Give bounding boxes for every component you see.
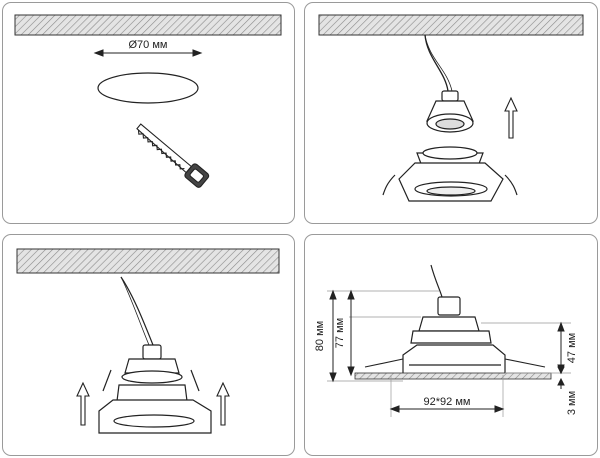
ceiling-hole bbox=[97, 72, 199, 104]
hole-diameter-label: Ø70 мм bbox=[129, 39, 168, 51]
power-cable bbox=[424, 34, 449, 92]
downlight-fixture bbox=[382, 146, 518, 202]
ceiling-slab bbox=[14, 14, 282, 36]
dimension-guides bbox=[327, 290, 571, 417]
step-4-panel: 80 мм 77 мм 47 мм 3 мм 92*92 мм bbox=[304, 234, 598, 456]
width-label: 92*92 мм bbox=[424, 396, 471, 408]
downlight-fixture bbox=[402, 296, 506, 376]
ceiling-slab bbox=[318, 14, 584, 36]
hole-diameter-dimension bbox=[93, 49, 203, 57]
overall-height-dimension bbox=[329, 289, 337, 383]
saw-icon bbox=[136, 123, 210, 188]
overall-height-label: 80 мм bbox=[314, 321, 326, 351]
step-1-panel: Ø70 мм bbox=[2, 2, 295, 224]
step-4-drawing: 80 мм 77 мм 47 мм 3 мм 92*92 мм bbox=[314, 264, 578, 417]
step-2-drawing bbox=[318, 14, 584, 202]
body-height-dimension bbox=[347, 289, 355, 377]
power-cable bbox=[430, 264, 443, 298]
spring-clip-icon bbox=[364, 358, 546, 368]
downlight-fixture bbox=[98, 344, 212, 434]
lamp-bulb-icon bbox=[426, 90, 474, 133]
step-3-drawing bbox=[16, 248, 280, 434]
power-cable bbox=[120, 276, 154, 346]
step-1-drawing: Ø70 мм bbox=[14, 14, 282, 188]
ceiling-board bbox=[354, 372, 552, 380]
width-dimension bbox=[389, 405, 505, 413]
ring-height-label: 47 мм bbox=[566, 333, 578, 363]
body-height-label: 77 мм bbox=[334, 318, 346, 348]
flange-thickness-label: 3 мм bbox=[566, 391, 578, 415]
spring-clip-icon bbox=[102, 369, 200, 392]
up-arrow-icon bbox=[216, 381, 230, 426]
up-arrow-icon bbox=[504, 96, 518, 139]
ceiling-slab bbox=[16, 248, 280, 274]
step-2-panel bbox=[304, 2, 598, 224]
step-3-panel bbox=[2, 234, 295, 456]
flange-thickness-dimension bbox=[557, 361, 565, 389]
up-arrow-icon bbox=[76, 381, 90, 426]
